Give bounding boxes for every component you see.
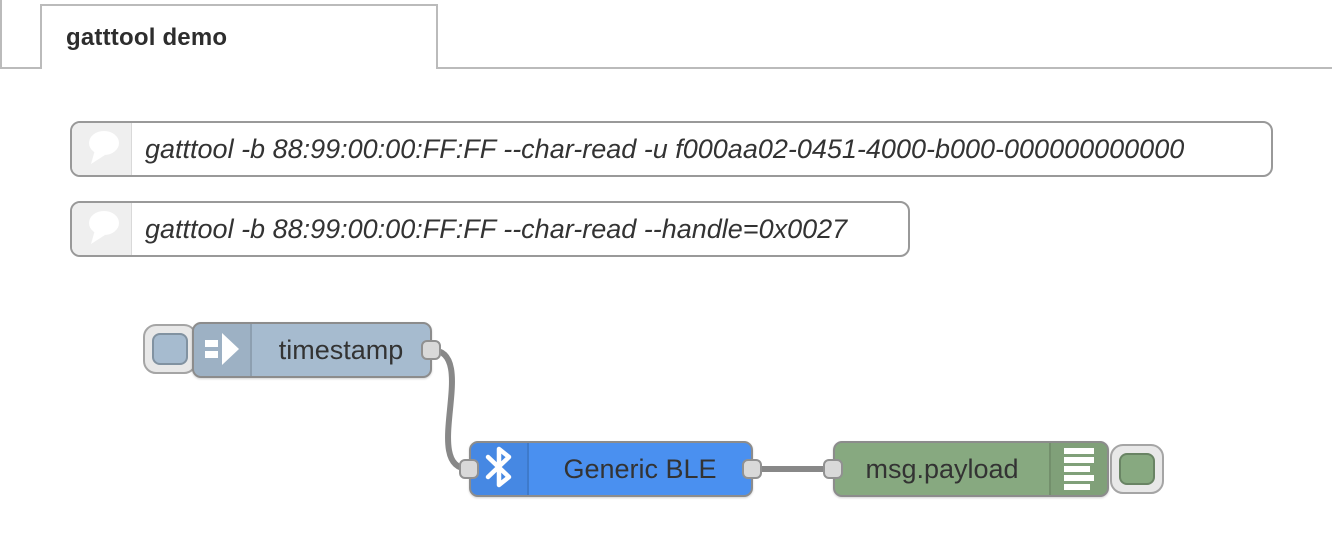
comment-node-char-read-handle[interactable]: gatttool -b 88:99:00:00:FF:FF --char-rea… — [70, 201, 910, 257]
comment-text: gatttool -b 88:99:00:00:FF:FF --char-rea… — [145, 213, 848, 244]
tab-label: gatttool demo — [66, 23, 228, 51]
debug-node-msg-payload[interactable]: msg.payload — [833, 441, 1109, 497]
tab-bar-underline — [0, 67, 1332, 69]
generic-ble-node[interactable]: Generic BLE — [469, 441, 753, 497]
debug-input-port[interactable] — [823, 459, 843, 479]
comment-text: gatttool -b 88:99:00:00:FF:FF --char-rea… — [145, 133, 1185, 164]
inject-output-port[interactable] — [421, 340, 441, 360]
inject-trigger-button[interactable] — [143, 324, 197, 374]
inject-node-timestamp[interactable]: timestamp — [192, 322, 432, 378]
tab-gatttool-demo[interactable]: gatttool demo — [40, 4, 438, 69]
comment-node-char-read-uuid[interactable]: gatttool -b 88:99:00:00:FF:FF --char-rea… — [70, 121, 1273, 177]
workspace-left-border — [0, 0, 2, 69]
debug-toggle-button[interactable] — [1110, 444, 1164, 494]
ble-output-port[interactable] — [742, 459, 762, 479]
node-label: timestamp — [278, 334, 404, 365]
node-label: msg.payload — [865, 453, 1019, 484]
node-label: Generic BLE — [563, 453, 717, 484]
debug-output-icon — [1060, 443, 1098, 495]
inject-arrow-icon — [201, 327, 243, 374]
ble-input-port[interactable] — [459, 459, 479, 479]
comment-bubble-icon — [80, 206, 124, 253]
comment-bubble-icon — [80, 126, 124, 173]
wire-inject-to-ble[interactable] — [428, 347, 472, 472]
bluetooth-icon — [476, 444, 522, 495]
